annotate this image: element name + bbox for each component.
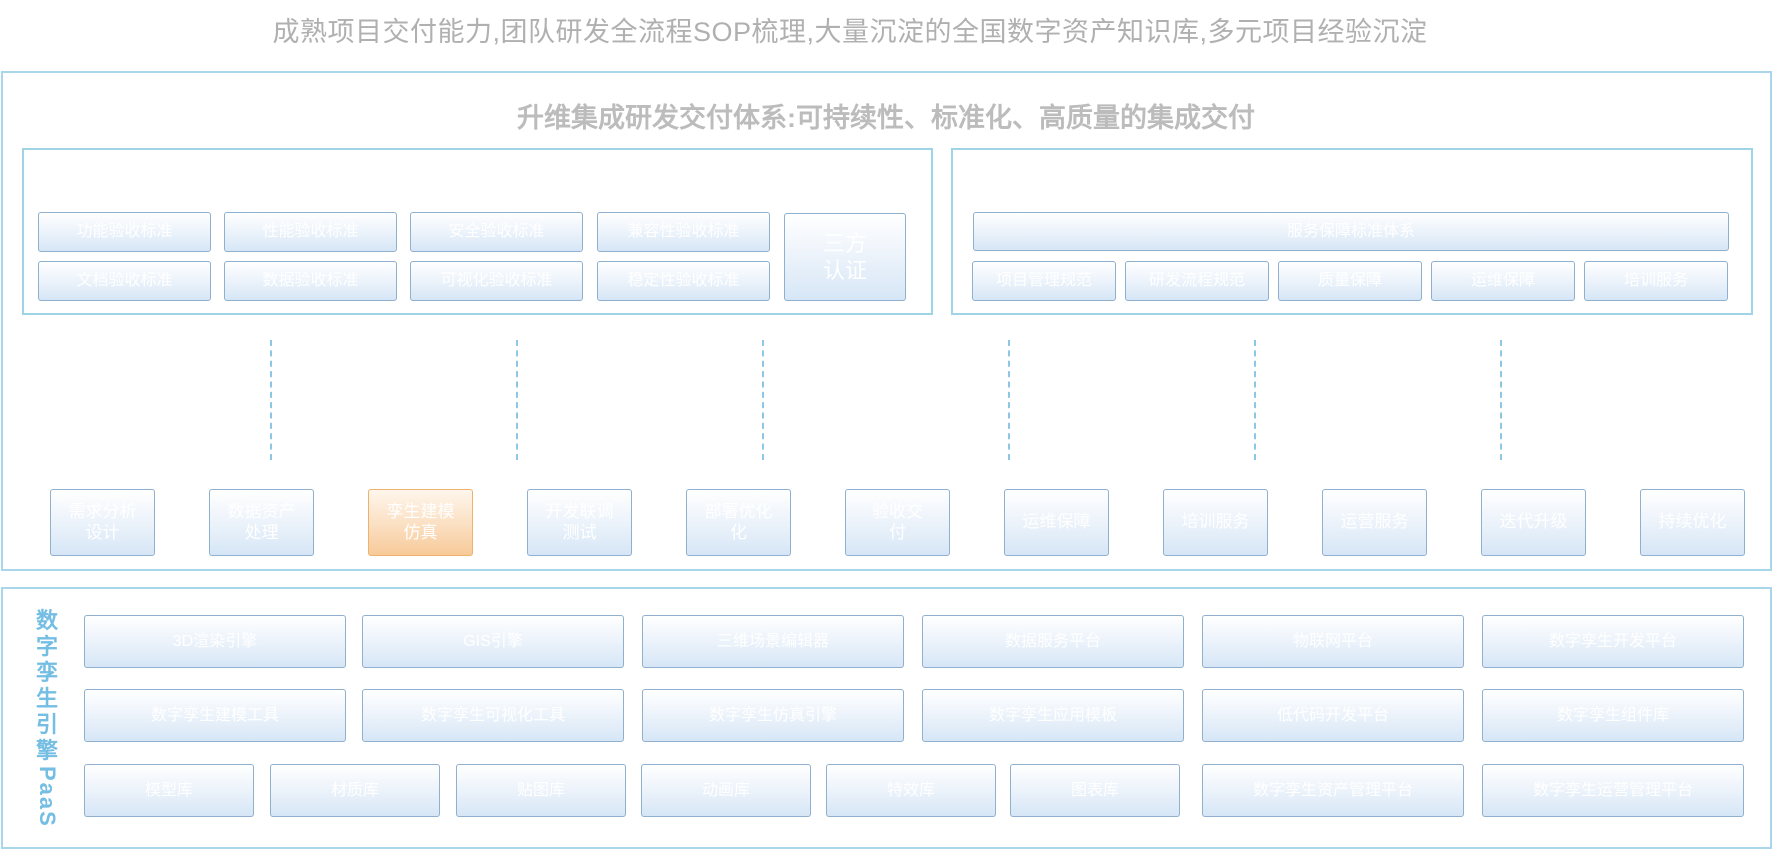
delivery-system-title: 升维集成研发交付体系:可持续性、标准化、高质量的集成交付: [517, 103, 1255, 133]
service-standard-chip: 质量保障: [1278, 261, 1422, 301]
paas-module-chip: 低代码开发平台: [1202, 689, 1464, 742]
paas-module-chip: 数据服务平台: [922, 615, 1184, 668]
paas-label-latin: PaaS: [35, 766, 60, 828]
paas-label-char: 引: [35, 712, 58, 737]
acceptance-standard-chip: 安全验收标准: [410, 212, 583, 252]
paas-module-chip: 三维场景编辑器: [642, 615, 904, 668]
workflow-step-chip: 迭代升级: [1481, 489, 1586, 556]
acceptance-standard-chip: 功能验收标准: [38, 212, 211, 252]
paas-module-chip: 数字孪生资产管理平台: [1202, 764, 1464, 817]
paas-module-chip: 数字孪生建模工具: [84, 689, 346, 742]
connector-line: [516, 340, 518, 460]
connector-line: [270, 340, 272, 460]
chip-line: 运营服务: [1340, 512, 1409, 532]
acceptance-standard-chip: 文档验收标准: [38, 261, 211, 301]
third-party-cert-chip: 三方认证: [784, 213, 906, 301]
workflow-step-chip: 持续优化: [1640, 489, 1745, 556]
chip-line: 持续优化: [1658, 512, 1727, 532]
acceptance-standard-chip: 兼容性验收标准: [597, 212, 770, 252]
workflow-step-chip: 培训服务: [1163, 489, 1268, 556]
paas-module-chip: GIS引擎: [362, 615, 624, 668]
chip-line: 部署优化: [704, 502, 773, 522]
connector-line: [1008, 340, 1010, 460]
chip-line: 设计: [85, 522, 120, 542]
paas-module-chip: 数字孪生开发平台: [1482, 615, 1744, 668]
paas-library-chip: 贴图库: [456, 764, 626, 817]
paas-module-chip: 数字孪生应用模板: [922, 689, 1184, 742]
connector-line: [1254, 340, 1256, 460]
connector-line: [762, 340, 764, 460]
acceptance-standard-chip: 数据验收标准: [224, 261, 397, 301]
service-standards-header-chip: 服务保障标准体系: [973, 212, 1729, 251]
paas-label-char: 字: [35, 634, 58, 659]
chip-line: 孪生建模: [386, 502, 455, 522]
workflow-step-chip: 运营服务: [1322, 489, 1427, 556]
chip-line: 培训服务: [1181, 512, 1250, 532]
paas-library-chip: 材质库: [270, 764, 440, 817]
workflow-step-chip: 验收交付: [845, 489, 950, 556]
chip-line: 处理: [244, 522, 279, 542]
service-standard-chip: 培训服务: [1584, 261, 1728, 301]
service-standard-chip: 项目管理规范: [972, 261, 1116, 301]
paas-module-chip: 数字孪生运营管理平台: [1482, 764, 1744, 817]
paas-module-chip: 数字孪生组件库: [1482, 689, 1744, 742]
service-standard-chip: 研发流程规范: [1125, 261, 1269, 301]
acceptance-standard-chip: 可视化验收标准: [410, 261, 583, 301]
paas-label-char: 孪: [35, 660, 58, 685]
workflow-step-chip: 数据资产处理: [209, 489, 314, 556]
paas-module-chip: 物联网平台: [1202, 615, 1464, 668]
cert-line: 三方: [822, 230, 867, 256]
paas-library-chip: 动画库: [641, 764, 811, 817]
connector-line: [1500, 340, 1502, 460]
workflow-step-chip: 孪生建模仿真: [368, 489, 473, 556]
chip-line: 仿真: [403, 522, 438, 542]
top-caption: 成熟项目交付能力,团队研发全流程SOP梳理,大量沉淀的全国数字资产知识库,多元项…: [272, 17, 1428, 47]
paas-label-char: 数: [35, 608, 58, 633]
chip-line: 迭代升级: [1499, 512, 1568, 532]
paas-library-chip: 图表库: [1010, 764, 1180, 817]
cert-line: 认证: [822, 258, 867, 283]
workflow-step-chip: 部署优化化: [686, 489, 791, 556]
paas-module-chip: 3D渲染引擎: [84, 615, 346, 668]
chip-line: 付: [889, 522, 906, 542]
chip-line: 验收交: [872, 502, 923, 522]
workflow-step-chip: 需求分析设计: [50, 489, 155, 556]
chip-line: 需求分析: [68, 502, 137, 522]
paas-label: 数 字 孪 生 引 擎 PaaS: [30, 608, 64, 828]
paas-library-chip: 特效库: [826, 764, 996, 817]
chip-line: 数据资产: [227, 502, 296, 522]
chip-line: 测试: [562, 522, 597, 542]
chip-line: 运维保障: [1022, 512, 1091, 532]
paas-library-chip: 模型库: [84, 764, 254, 817]
chip-line: 开发联调: [545, 502, 614, 522]
paas-module-chip: 数字孪生仿真引擎: [642, 689, 904, 742]
paas-module-chip: 数字孪生可视化工具: [362, 689, 624, 742]
acceptance-standard-chip: 性能验收标准: [224, 212, 397, 252]
chip-line: 化: [730, 522, 747, 542]
acceptance-standard-chip: 稳定性验收标准: [597, 261, 770, 301]
workflow-step-chip: 开发联调测试: [527, 489, 632, 556]
paas-label-char: 生: [35, 686, 58, 711]
workflow-step-chip: 运维保障: [1004, 489, 1109, 556]
paas-label-char: 擎: [35, 738, 58, 763]
service-standard-chip: 运维保障: [1431, 261, 1575, 301]
